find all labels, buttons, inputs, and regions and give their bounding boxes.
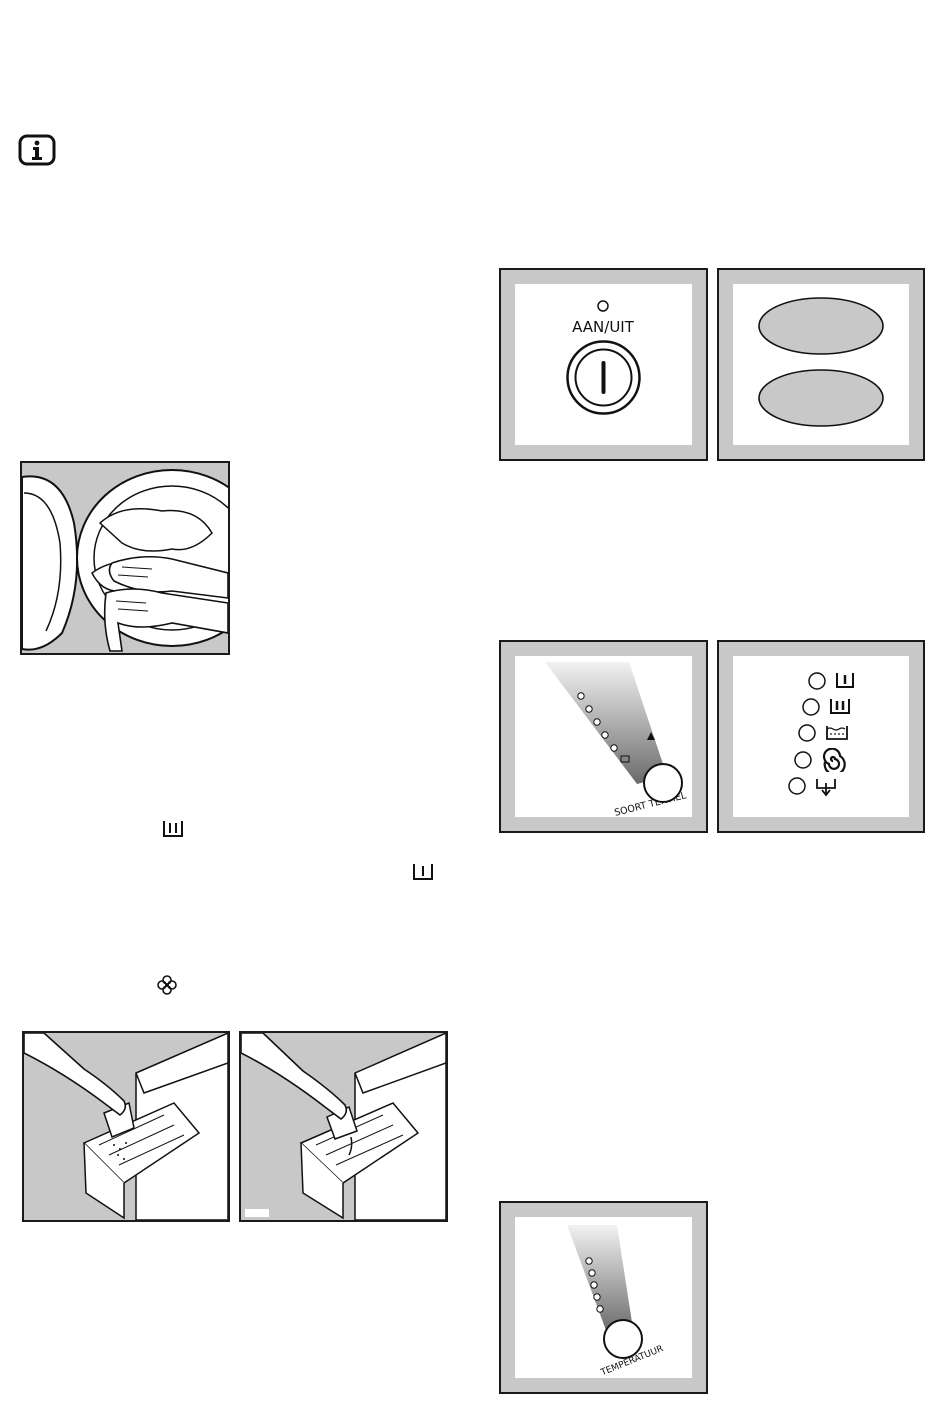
drum-loading-illustration bbox=[20, 461, 230, 655]
prewash-icon bbox=[837, 673, 853, 687]
temperature-selector-dial[interactable] bbox=[602, 1318, 644, 1360]
oval-button-top[interactable] bbox=[757, 296, 885, 356]
rinse-icon bbox=[827, 726, 847, 739]
detergent-powder-illustration bbox=[22, 1031, 230, 1222]
temperature-panel: TEMPERATUUR bbox=[499, 1201, 708, 1394]
drain-icon bbox=[817, 779, 835, 795]
options-panel bbox=[717, 640, 925, 833]
oval-buttons bbox=[717, 268, 925, 461]
fabric-panel: SOORT TEXTIEL bbox=[499, 640, 708, 833]
power-icon[interactable] bbox=[565, 339, 642, 416]
option-row-main-wash[interactable] bbox=[801, 696, 867, 718]
info-icon bbox=[18, 134, 56, 166]
spin-icon bbox=[824, 749, 845, 772]
option-row-prewash[interactable] bbox=[807, 670, 867, 692]
option-row-drain[interactable] bbox=[787, 774, 867, 798]
softener-flower-icon bbox=[156, 974, 178, 996]
fabric-selector-dial[interactable] bbox=[642, 762, 684, 804]
main-wash-icon bbox=[831, 699, 849, 713]
detergent-liquid-illustration bbox=[239, 1031, 448, 1222]
power-label: AAN/UIT bbox=[572, 318, 635, 336]
prewash-icon bbox=[411, 861, 435, 883]
power-panel: AAN/UIT bbox=[499, 268, 708, 461]
main-wash-icon bbox=[161, 818, 185, 840]
oval-button-bottom[interactable] bbox=[757, 368, 885, 428]
option-row-spin[interactable] bbox=[793, 748, 867, 772]
option-row-rinse[interactable] bbox=[797, 722, 867, 744]
